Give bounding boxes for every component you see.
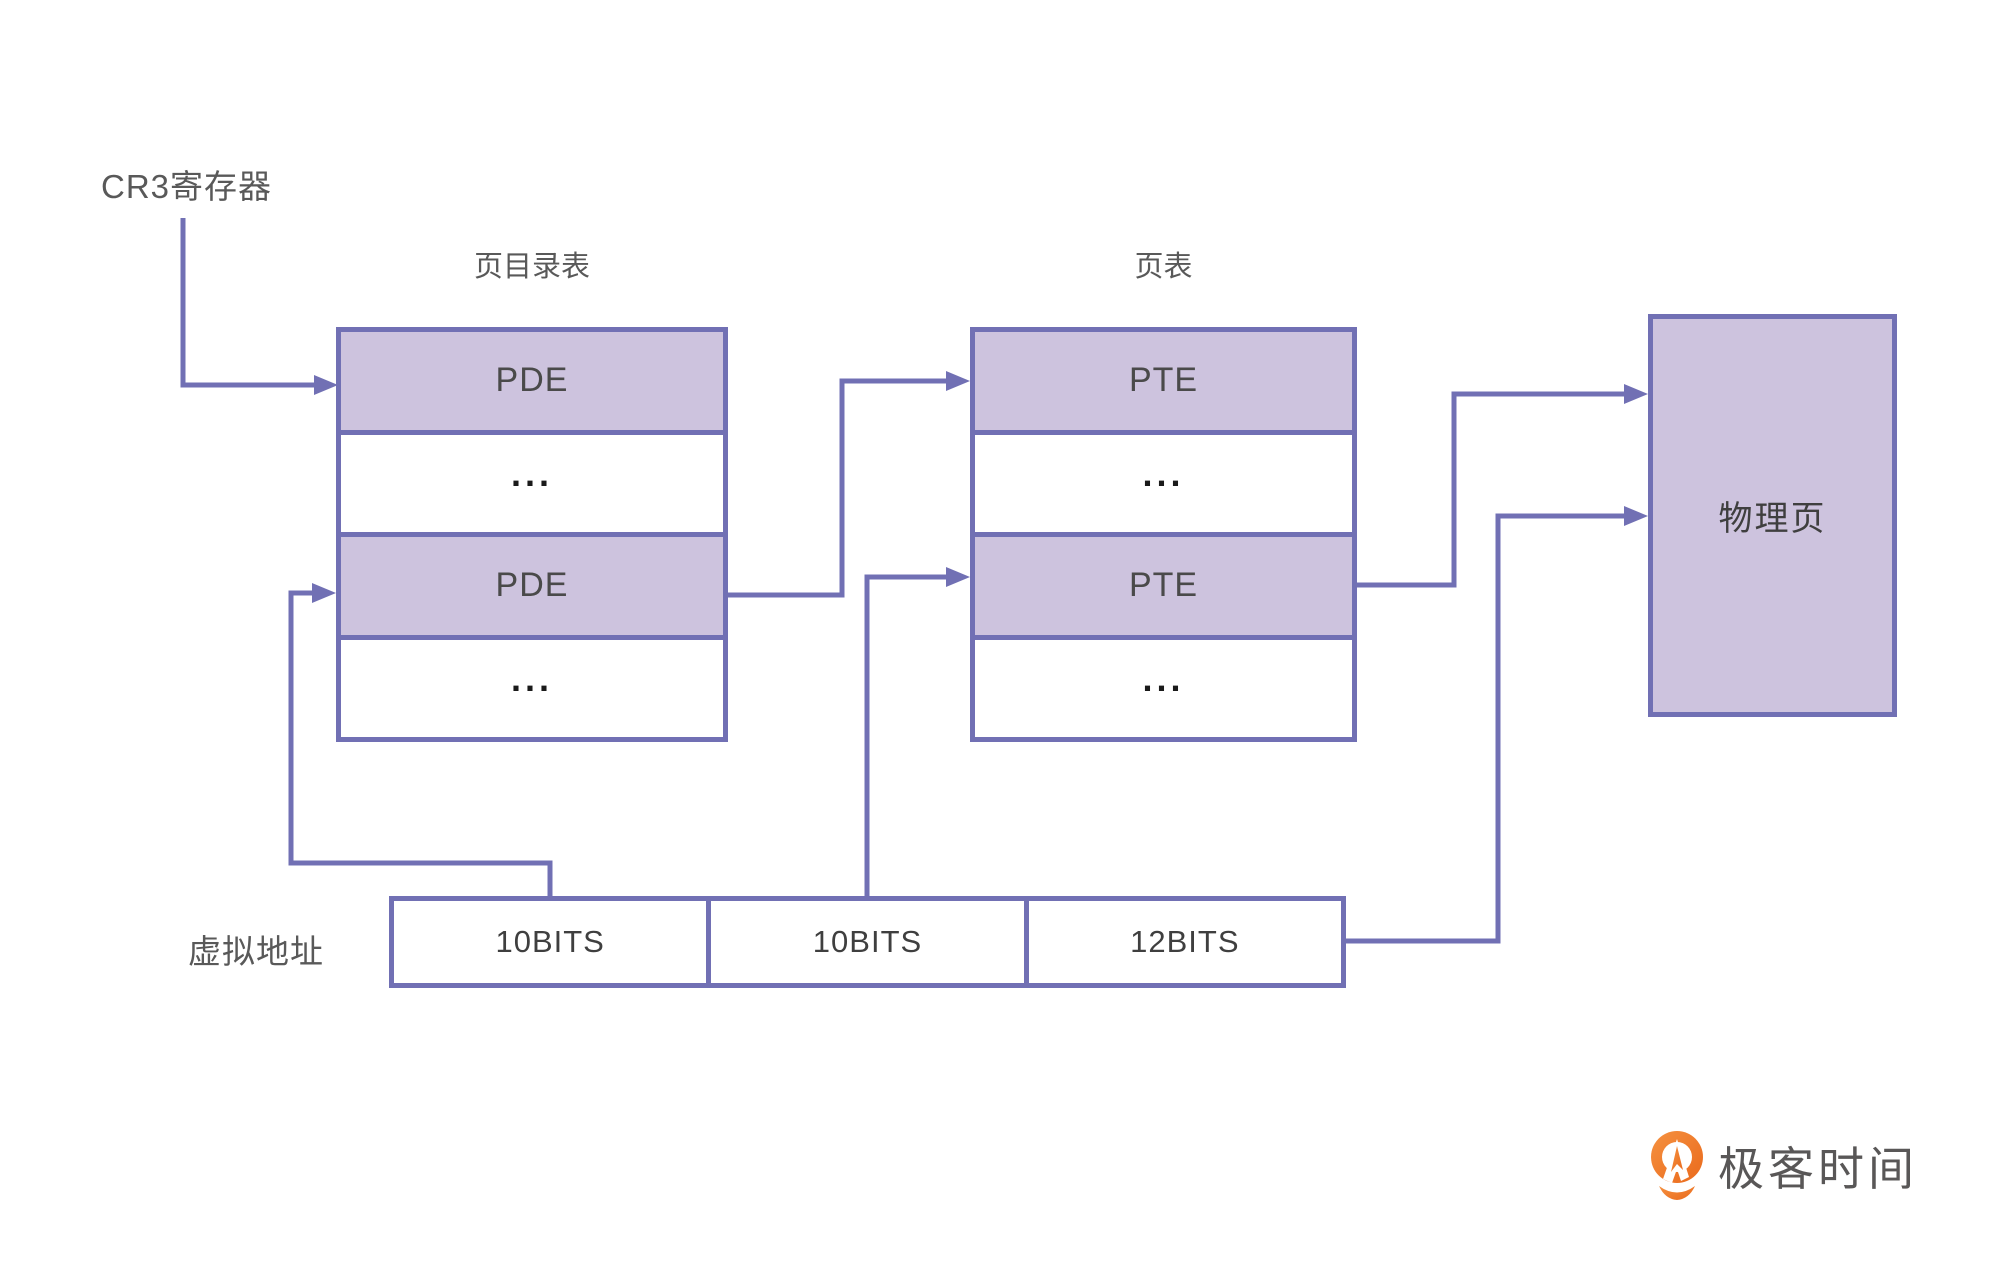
virtual-address-cell-offset: 12BITS [1023, 901, 1341, 983]
ellipsis-row: ... [341, 634, 723, 737]
ellipsis-text: ... [1142, 658, 1185, 700]
virtual-address-box: 10BITS 10BITS 12BITS [389, 896, 1346, 988]
pde-row: PDE [341, 532, 723, 635]
ellipsis-text: ... [510, 453, 553, 495]
ellipsis-row: ... [341, 429, 723, 532]
pte-row: PTE [975, 332, 1352, 430]
virtual-address-cell-dir-index: 10BITS [495, 924, 605, 959]
pde-to-pte-arrow [728, 371, 970, 598]
cr3-register-label: CR3寄存器 [101, 168, 273, 205]
ellipsis-row: ... [975, 634, 1352, 737]
pde-row: PDE [341, 332, 723, 430]
page-table-title: 页表 [1134, 251, 1193, 283]
page-directory-table: PDE ... PDE ... [336, 327, 728, 742]
cr3-to-pde-arrow [180, 218, 338, 395]
geektime-logo-text: 极客时间 [1718, 1143, 1918, 1195]
physical-page-box: 物理页 [1648, 314, 1897, 717]
bits1-to-pde-arrow [288, 583, 553, 896]
ellipsis-text: ... [1142, 453, 1185, 495]
page-table: PTE ... PTE ... [970, 327, 1357, 742]
physical-page-label: 物理页 [1718, 500, 1827, 538]
pte-to-physical-arrow [1357, 384, 1648, 588]
pte-row: PTE [975, 532, 1352, 635]
bits3-to-physical-arrow [1346, 506, 1648, 944]
virtual-address-cell-table-index: 10BITS [706, 901, 1023, 983]
page-directory-title: 页目录表 [473, 251, 590, 283]
bits2-to-pte-arrow [864, 567, 970, 896]
virtual-address-label: 虚拟地址 [188, 933, 324, 970]
ellipsis-row: ... [975, 429, 1352, 532]
geektime-logo-icon [1651, 1131, 1703, 1200]
ellipsis-text: ... [510, 658, 553, 700]
geektime-logo: 极客时间 [1650, 1128, 1918, 1204]
